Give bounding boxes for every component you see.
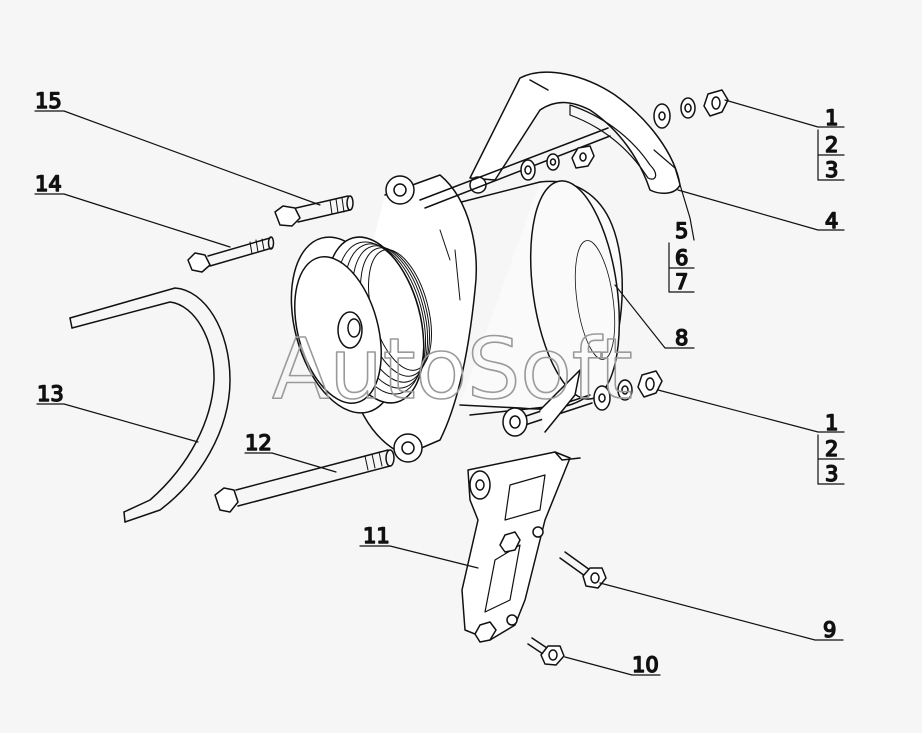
callout-13: 13 <box>37 382 64 406</box>
callout-8: 8 <box>675 326 688 350</box>
bolt-9 <box>559 551 607 589</box>
callout-7: 7 <box>675 270 688 294</box>
washer-group-1-2-3-upper <box>653 89 729 129</box>
callout-labels: 15 14 13 12 11 1 2 3 4 5 6 7 8 1 2 3 9 1… <box>34 88 839 678</box>
bolt-12 <box>214 449 395 513</box>
washer-group-5-6-7 <box>520 145 595 181</box>
callout-9: 9 <box>823 618 836 642</box>
bolt-15 <box>274 195 354 227</box>
drive-belt <box>69 287 231 523</box>
mounting-bracket <box>461 451 581 643</box>
callout-4: 4 <box>825 209 838 233</box>
callout-2-lower: 2 <box>825 437 838 461</box>
callout-11: 11 <box>363 524 390 548</box>
pulley <box>290 236 432 414</box>
leader-lines <box>34 99 845 676</box>
callout-3-lower: 3 <box>825 462 838 486</box>
callout-1-upper: 1 <box>825 106 838 130</box>
alternator-body <box>429 180 623 416</box>
bolt-10 <box>527 637 565 666</box>
callout-5: 5 <box>675 219 688 243</box>
callout-14: 14 <box>35 172 62 196</box>
callout-1-lower: 1 <box>825 411 838 435</box>
callout-10: 10 <box>632 653 659 677</box>
adjusting-bracket <box>469 71 681 195</box>
callout-6: 6 <box>675 246 688 270</box>
callout-12: 12 <box>245 431 272 455</box>
callout-15: 15 <box>35 89 62 113</box>
stud-lower <box>502 369 593 437</box>
callout-2-upper: 2 <box>825 133 838 157</box>
washer-group-1-2-3-lower <box>593 370 663 411</box>
bolt-14 <box>187 236 275 273</box>
watermark-text: AutoSoft <box>272 320 633 418</box>
callout-3-upper: 3 <box>825 158 838 182</box>
